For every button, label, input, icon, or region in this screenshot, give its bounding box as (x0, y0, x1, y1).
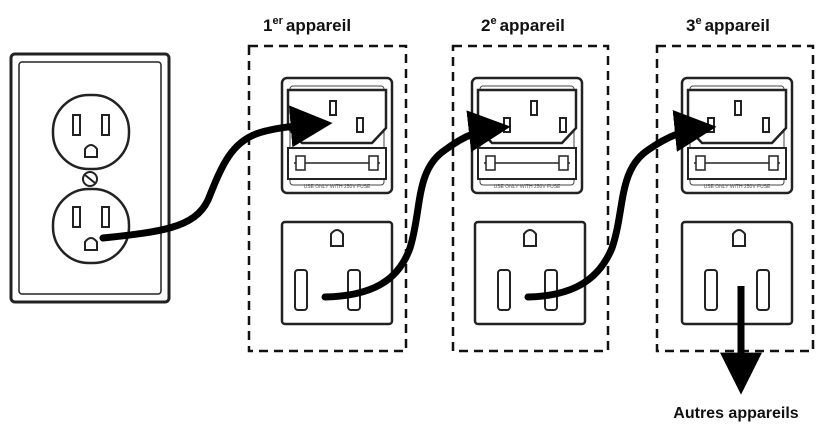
device-1-pin-right (356, 117, 364, 133)
device-1-iec-socket (286, 88, 388, 145)
device-1-outlet-module (280, 220, 394, 326)
device-1-dashed-frame (247, 44, 408, 353)
device-2-iec-socket (476, 88, 578, 145)
device-3-fuse-text: USE ONLY WITH 250V FUSE (704, 184, 771, 190)
device-2-dashed-frame (451, 44, 610, 353)
device-1-fuse-text: USE ONLY WITH 250V FUSE (304, 184, 371, 190)
device-2-outlet-module (473, 220, 587, 326)
device-3-iec-inlet-module: USE ONLY WITH 250V FUSE (680, 76, 794, 195)
device-1-iec-inlet-module: USE ONLY WITH 250V FUSE (280, 76, 394, 195)
wall-outlet (9, 52, 171, 304)
device-3-outlet-module (680, 220, 794, 326)
device-2-pin-left (503, 117, 511, 133)
other-devices-label: Autres appareils (673, 405, 798, 422)
device-3-pin-top (734, 100, 742, 116)
lower-receptacle (51, 187, 131, 265)
device-3-dashed-frame (655, 44, 815, 353)
upper-receptacle (51, 93, 131, 171)
device-3-pin-left (707, 117, 715, 133)
device-1-pin-top (329, 100, 337, 116)
device-2-pin-right (559, 117, 567, 133)
device-2-iec-inlet-module: USE ONLY WITH 250V FUSE (470, 76, 584, 195)
device-3-pin-right (762, 117, 770, 133)
device-2-pin-top (530, 100, 538, 116)
device-3-iec-socket (686, 88, 788, 145)
cord-wall-to-device-1 (99, 105, 333, 242)
cord-device-2-to-device-3 (524, 110, 717, 301)
device-2-fuse-text: USE ONLY WITH 250V FUSE (494, 184, 561, 190)
cord-device-1-to-device-2 (321, 110, 511, 301)
